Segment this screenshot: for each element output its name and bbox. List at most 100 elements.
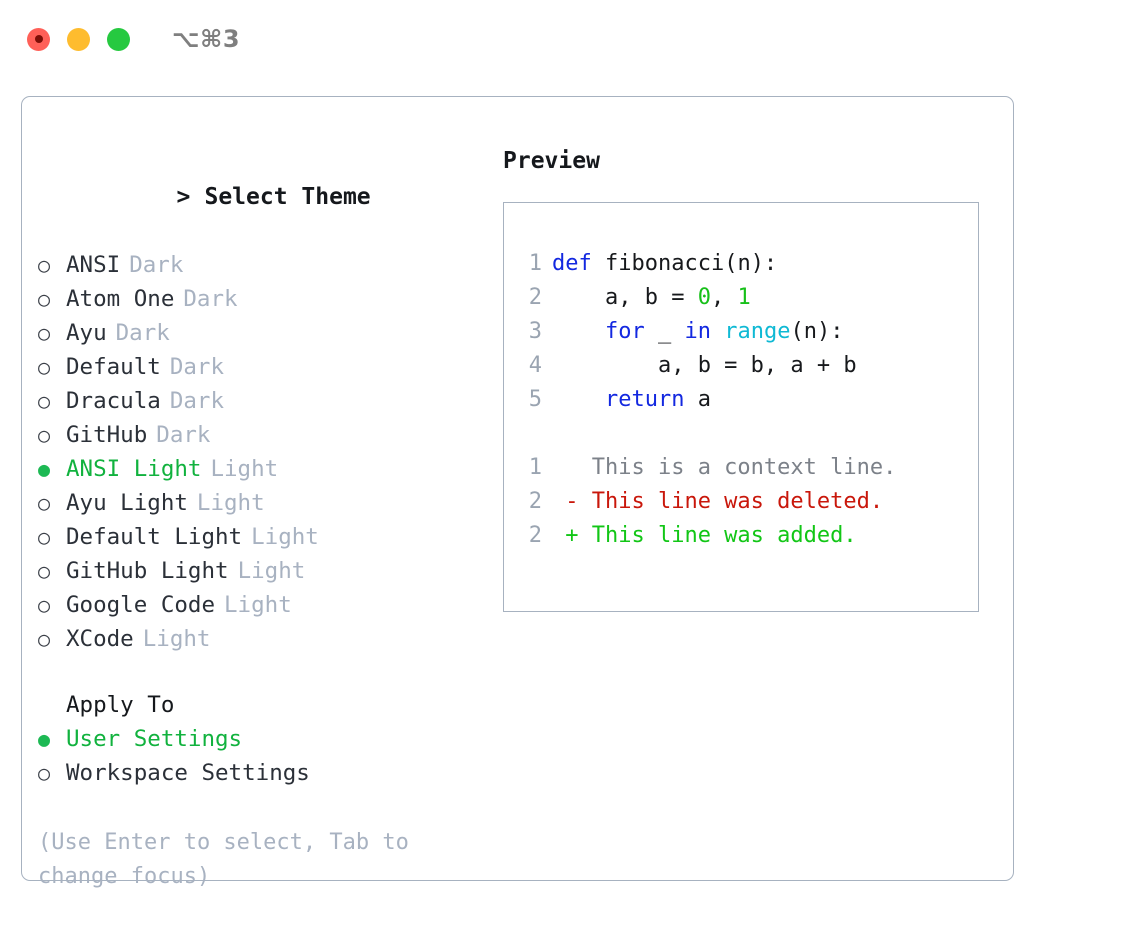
theme-option-dracula[interactable]: ○ Dracula Dark (38, 384, 500, 418)
window-controls (27, 27, 130, 51)
theme-option-variant: Light (224, 592, 292, 618)
code-token-txt: , (710, 285, 738, 310)
radio-unselected-icon: ○ (38, 525, 51, 549)
theme-option-label: Default (66, 354, 161, 380)
title-bar: ⌥⌘3 (0, 0, 1140, 78)
apply-to-option-label: User Settings (66, 726, 243, 752)
radio-unselected-icon: ○ (38, 389, 51, 413)
code-line: 4 a, b = b, a + b (518, 349, 978, 383)
theme-option-label: ANSI (66, 252, 121, 278)
code-token-kw: in (684, 319, 711, 344)
radio-unselected-icon: ○ (38, 355, 51, 379)
theme-option-github-light[interactable]: ○ GitHub Light Light (38, 554, 500, 588)
theme-option-label: GitHub (66, 422, 148, 448)
radio-unselected-icon: ○ (38, 593, 51, 617)
code-token-txt: (n): (790, 319, 844, 344)
code-token-txt: _ (644, 319, 685, 344)
theme-option-label: ANSI Light (66, 456, 202, 482)
theme-option-google-code[interactable]: ○ Google Code Light (38, 588, 500, 622)
theme-option-variant: Light (251, 524, 319, 550)
keyboard-hint-text: (Use Enter to select, Tab to change focu… (38, 830, 409, 889)
diff-line-ctx: 1 This is a context line. (518, 451, 978, 485)
radio-unselected-icon: ○ (38, 287, 51, 311)
code-line: 2 a, b = 0, 1 (518, 281, 978, 315)
code-token-txt: fibonacci(n): (591, 251, 778, 276)
diff-line-text: This is a context line. (552, 455, 897, 480)
theme-option-variant: Light (210, 456, 279, 482)
theme-option-variant: Light (237, 558, 306, 584)
select-theme-heading-label: Select Theme (204, 184, 371, 210)
theme-option-github[interactable]: ○ GitHub Dark (38, 418, 500, 452)
code-line: 1 def fibonacci(n): (518, 247, 978, 281)
apply-to-option-label: Workspace Settings (66, 760, 310, 786)
code-token-kw: return (604, 387, 685, 412)
radio-unselected-icon: ○ (38, 253, 51, 277)
theme-option-variant: Light (196, 490, 265, 516)
preview-heading: Preview (503, 148, 600, 174)
radio-unselected-icon: ○ (38, 559, 51, 583)
theme-option-variant: Dark (169, 388, 225, 414)
theme-option-variant: Dark (129, 252, 184, 278)
theme-option-label: Ayu Light (66, 490, 188, 516)
radio-selected-icon: ● (38, 727, 51, 751)
code-token-txt: a, b = b, a + b (552, 353, 857, 378)
code-line: 3 for _ in range(n): (518, 315, 978, 349)
theme-option-default-light[interactable]: ○ Default Light Light (38, 520, 500, 554)
theme-option-label: Dracula (66, 388, 161, 414)
maximize-button-icon[interactable] (107, 27, 130, 51)
theme-option-atom-one[interactable]: ○ Atom One Dark (38, 282, 500, 316)
theme-option-variant: Dark (183, 286, 238, 312)
theme-option-variant: Dark (156, 422, 211, 448)
theme-option-ayu-light[interactable]: ○ Ayu Light Light (38, 486, 500, 520)
diff-line-number: 1 (528, 455, 542, 480)
radio-unselected-icon: ○ (38, 423, 51, 447)
code-token-txt: a (684, 387, 711, 412)
theme-option-variant: Dark (169, 354, 225, 380)
select-theme-heading: >Select Theme (38, 146, 500, 248)
theme-option-label: Atom One (66, 286, 175, 312)
theme-option-default[interactable]: ○ Default Dark (38, 350, 500, 384)
radio-unselected-icon: ○ (38, 627, 51, 651)
theme-option-label: XCode (66, 626, 134, 652)
diff-line-text: + This line was added. (552, 523, 857, 548)
theme-option-label: Google Code (66, 592, 216, 618)
code-line-number: 4 (528, 353, 542, 378)
code-token-txt: a, b = (552, 285, 698, 310)
apply-to-heading: Apply To (66, 692, 175, 718)
minimize-button-icon[interactable] (67, 27, 90, 51)
code-line-number: 5 (528, 387, 542, 412)
diff-line-add: 2 + This line was added. (518, 519, 978, 553)
code-token-num: 0 (697, 285, 711, 310)
code-line-number: 1 (528, 251, 542, 276)
apply-to-option-workspace-settings[interactable]: ○ Workspace Settings (38, 756, 500, 790)
code-line-number: 3 (528, 319, 542, 344)
code-line-number: 2 (528, 285, 542, 310)
diff-line-number: 2 (528, 523, 542, 548)
diff-line-del: 2 - This line was deleted. (518, 485, 978, 519)
theme-option-label: GitHub Light (66, 558, 229, 584)
theme-option-ansi[interactable]: ○ ANSI Dark (38, 248, 500, 282)
radio-unselected-icon: ○ (38, 761, 51, 785)
apply-to-option-user-settings[interactable]: ● User Settings (38, 722, 500, 756)
code-token-kw: def (552, 251, 592, 276)
theme-option-label: Default Light (66, 524, 243, 550)
diff-line-text: - This line was deleted. (552, 489, 884, 514)
diff-sample: 1 This is a context line.2 - This line w… (518, 451, 978, 553)
radio-unselected-icon: ○ (38, 491, 51, 515)
diff-line-number: 2 (528, 489, 542, 514)
keyboard-shortcut-label: ⌥⌘3 (172, 25, 241, 53)
close-button-icon[interactable] (27, 27, 50, 51)
code-token-fn: range (724, 319, 791, 344)
code-token-txt (552, 387, 605, 412)
code-token-txt (552, 319, 605, 344)
